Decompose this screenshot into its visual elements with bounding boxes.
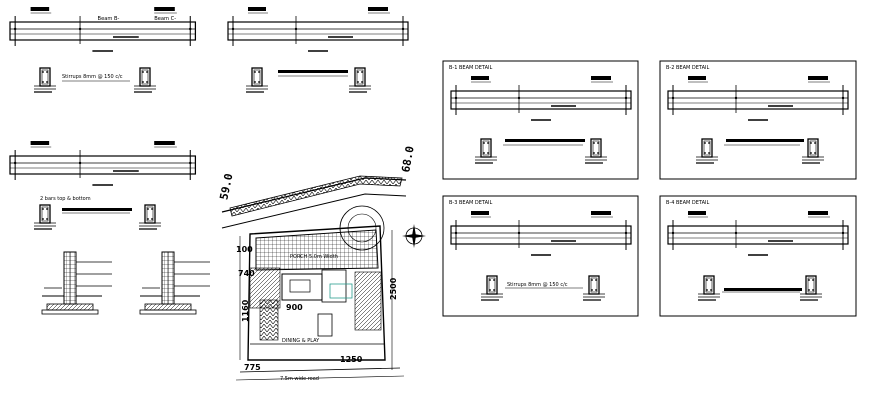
plan-dim-bottom-2: 775 (244, 363, 261, 372)
beam-tag-1b: Beam C- (154, 16, 176, 22)
plan-dim-bottom-1: 1250 (340, 355, 363, 364)
plan-room-label-2: DINING & PLAY (282, 338, 320, 344)
panel-title-1: B-1 BEAM DETAIL (449, 65, 492, 71)
plan-road-label: 7.5m wide road (280, 376, 319, 382)
beam-section-2b (348, 67, 372, 93)
beam-section-3a (33, 204, 57, 230)
north-arrow-icon (402, 224, 426, 248)
beam-section-3b (138, 204, 162, 230)
plan-dim-left-1: 100 (236, 245, 253, 254)
plan-dim-left-3: 1160 (241, 299, 250, 322)
panel-title-3: B-3 BEAM DETAIL (449, 200, 492, 206)
detail-panel-3: B-3 BEAM DETAIL Stirrups 8mm @ 150 c/c (442, 195, 639, 317)
footing-detail-1 (41, 251, 113, 315)
beam-elevation-1: Beam B- Beam C- (9, 6, 197, 52)
beam-elevation-3 (9, 140, 197, 186)
plan-dim-top-right: 68.0 (399, 145, 416, 173)
footing-detail-2 (139, 251, 211, 315)
plan-dim-top-left: 59.0 (217, 172, 235, 201)
detail-panel-4: B-4 BEAM DETAIL (659, 195, 857, 317)
beam-section-2a (245, 67, 269, 93)
beam-section-1b (133, 67, 157, 93)
plan-dim-inner: 900 (286, 303, 303, 312)
beam-tag-1: Beam B- (98, 16, 120, 22)
section-note-1: Stirrups 8mm @ 150 c/c (62, 74, 123, 80)
panel-title-2: B-2 BEAM DETAIL (666, 65, 709, 71)
plan-room-label: PORCH 5.0m Width (290, 254, 338, 260)
reinf-note: 2 bars top & bottom (40, 196, 91, 202)
beam-section-1a (33, 67, 57, 93)
detail-panel-1: B-1 BEAM DETAIL (442, 60, 639, 180)
beam-elevation-2 (227, 6, 409, 52)
plan-dim-right: 2500 (389, 277, 398, 300)
site-plan: 59.0 68.0 100 740 1160 1250 775 900 2500… (217, 145, 426, 382)
plan-dim-left-2: 740 (238, 269, 255, 278)
panel-3-note: Stirrups 8mm @ 150 c/c (507, 282, 568, 288)
panel-title-4: B-4 BEAM DETAIL (666, 200, 709, 206)
detail-panel-2: B-2 BEAM DETAIL (659, 60, 857, 180)
